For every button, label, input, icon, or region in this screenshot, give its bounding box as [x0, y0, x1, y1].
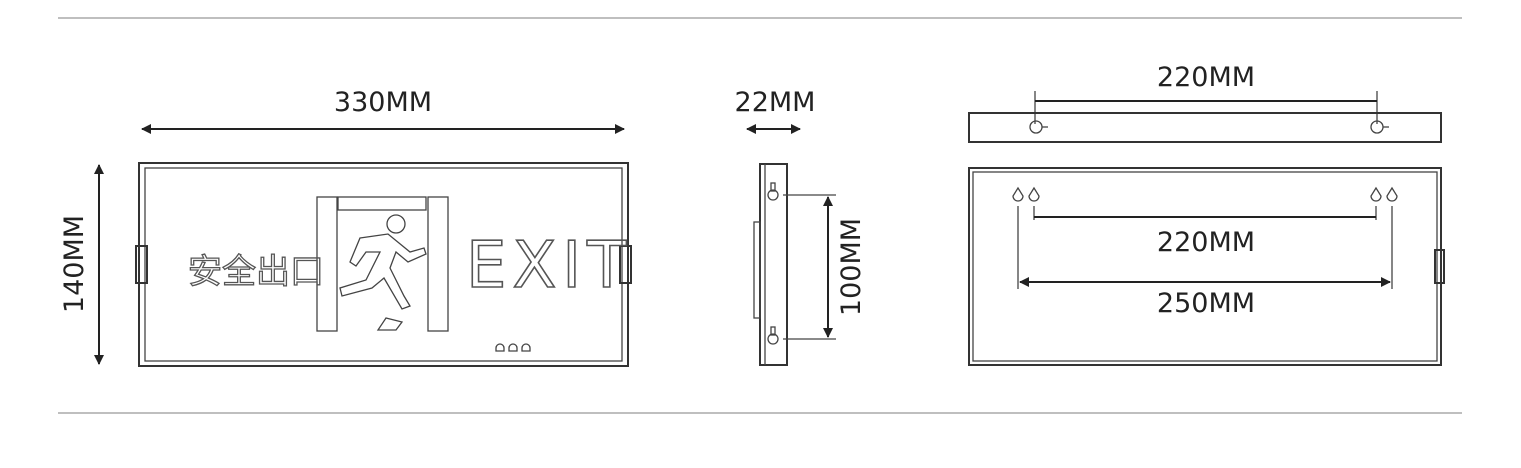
side-back-rib: [753, 221, 761, 319]
front-left-tab: [135, 245, 148, 284]
back-inner-frame: [972, 171, 1438, 362]
front-view: 330MM 140MM 安全出口 EXIT: [59, 87, 632, 367]
side-keyhole-top-icon: [767, 182, 779, 201]
top-hole-spacing-label: 220MM: [1157, 62, 1255, 93]
side-depth-label: 22MM: [735, 87, 816, 118]
back-keyhole-pair-right-icon: [1370, 186, 1398, 202]
running-man-pictogram: [316, 196, 449, 332]
back-right-tab: [1434, 249, 1445, 284]
top-view: 220MM: [968, 62, 1442, 143]
back-inner-spacing-label: 220MM: [1157, 227, 1255, 258]
indicator-lights: [495, 343, 531, 352]
front-width-label: 330MM: [334, 87, 432, 118]
front-height-label: 140MM: [59, 215, 90, 313]
front-outer-frame: [138, 162, 629, 367]
sign-exit-text: EXIT: [466, 229, 632, 303]
side-keyhole-bottom-icon: [767, 326, 779, 345]
front-right-tab: [619, 245, 632, 284]
front-inner-panel: [144, 167, 623, 362]
top-profile: [968, 112, 1442, 143]
side-view: 22MM 100MM: [735, 87, 867, 366]
back-outer-spacing-label: 250MM: [1157, 288, 1255, 319]
top-keyhole-left-icon: [1029, 120, 1048, 134]
sign-chinese-text: 安全出口: [188, 252, 324, 292]
back-outer-frame: [968, 167, 1442, 366]
top-keyhole-right-icon: [1370, 120, 1389, 134]
side-hole-spacing-label: 100MM: [836, 218, 867, 316]
back-keyhole-pair-left-icon: [1012, 186, 1040, 202]
back-view: 220MM 250MM: [968, 167, 1445, 366]
